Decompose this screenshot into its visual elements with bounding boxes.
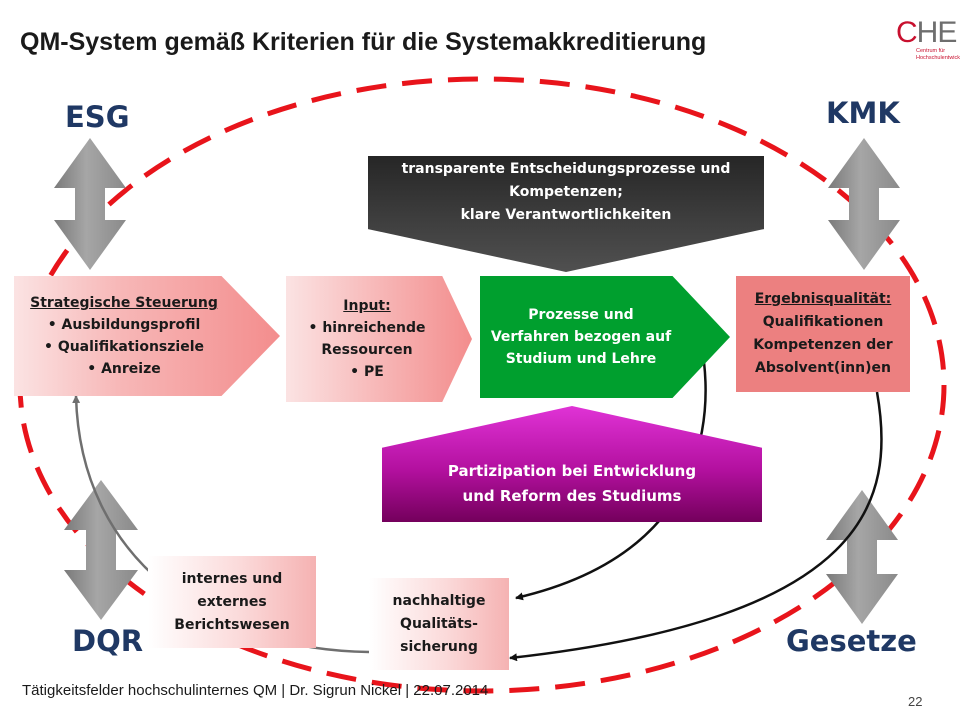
process-line-3: Studium und Lehre [505, 351, 657, 367]
double-arrow-esg [54, 138, 126, 270]
logo-subtitle-1: Centrum für [916, 48, 946, 54]
reporting-line-1: internes und [181, 570, 283, 587]
double-arrow-gesetze [826, 490, 898, 624]
footer-text: Tätigkeitsfelder hochschulinternes QM | … [22, 682, 489, 699]
box-input: Input: hinreichende Ressourcen PE [286, 276, 472, 402]
label-gesetze: Gesetze [786, 624, 917, 658]
result-line-1: Qualifikationen [762, 314, 884, 330]
partizipation-line-2: und Reform des Studiums [462, 487, 682, 505]
logo-letter-c: C [896, 16, 918, 49]
sustain-line-2: Qualitäts- [400, 615, 478, 632]
double-arrow-kmk [828, 138, 900, 270]
transparent-line-3: klare Verantwortlichkeiten [460, 206, 672, 223]
result-line-3: Absolvent(inn)en [755, 360, 891, 376]
box-result-quality: Ergebnisqualität: Qualifikationen Kompet… [736, 276, 910, 392]
box-strategic-steering: Strategische Steuerung Ausbildungsprofil… [14, 276, 280, 396]
box-sustainable-qa: nachhaltige Qualitäts- sicherung [369, 578, 509, 670]
input-heading: Input: [343, 298, 391, 314]
process-line-2: Verfahren bezogen auf [490, 329, 672, 345]
result-heading: Ergebnisqualität: [754, 291, 892, 307]
che-logo: CHE Centrum für Hochschulentwicklung [896, 16, 960, 70]
reporting-line-3: Berichtswesen [174, 616, 290, 633]
strategic-item: Ausbildungsprofil [48, 314, 201, 336]
input-item: PE [350, 361, 384, 383]
transparent-line-1: transparente Entscheidungsprozesse und [401, 160, 731, 177]
reporting-line-2: externes [197, 593, 267, 610]
sustain-line-1: nachhaltige [392, 592, 486, 609]
page-number: 22 [908, 694, 923, 709]
process-line-1: Prozesse und [528, 307, 634, 323]
strategic-heading: Strategische Steuerung [30, 295, 218, 311]
label-kmk: KMK [826, 96, 900, 130]
logo-subtitle-2: Hochschulentwicklung [916, 54, 960, 61]
label-esg: ESG [65, 100, 130, 134]
strategic-item: Anreize [87, 358, 161, 380]
partizipation-line-1: Partizipation bei Entwicklung [447, 462, 697, 480]
sustain-line-3: sicherung [400, 638, 478, 655]
logo-letters-he: HE [916, 16, 958, 49]
slide-title: QM-System gemäß Kriterien für die System… [20, 28, 707, 56]
double-arrow-dqr [64, 480, 138, 620]
label-dqr: DQR [72, 624, 144, 658]
connector-result-to-sustain [509, 391, 883, 662]
box-reporting: internes und externes Berichtswesen [148, 556, 316, 648]
box-process: Prozesse und Verfahren bezogen auf Studi… [480, 276, 730, 398]
transparent-line-2: Kompetenzen; [509, 183, 623, 200]
strategic-item: Qualifikationsziele [44, 336, 204, 358]
input-item: hinreichende Ressourcen [303, 317, 431, 361]
result-line-2: Kompetenzen der [753, 337, 893, 353]
